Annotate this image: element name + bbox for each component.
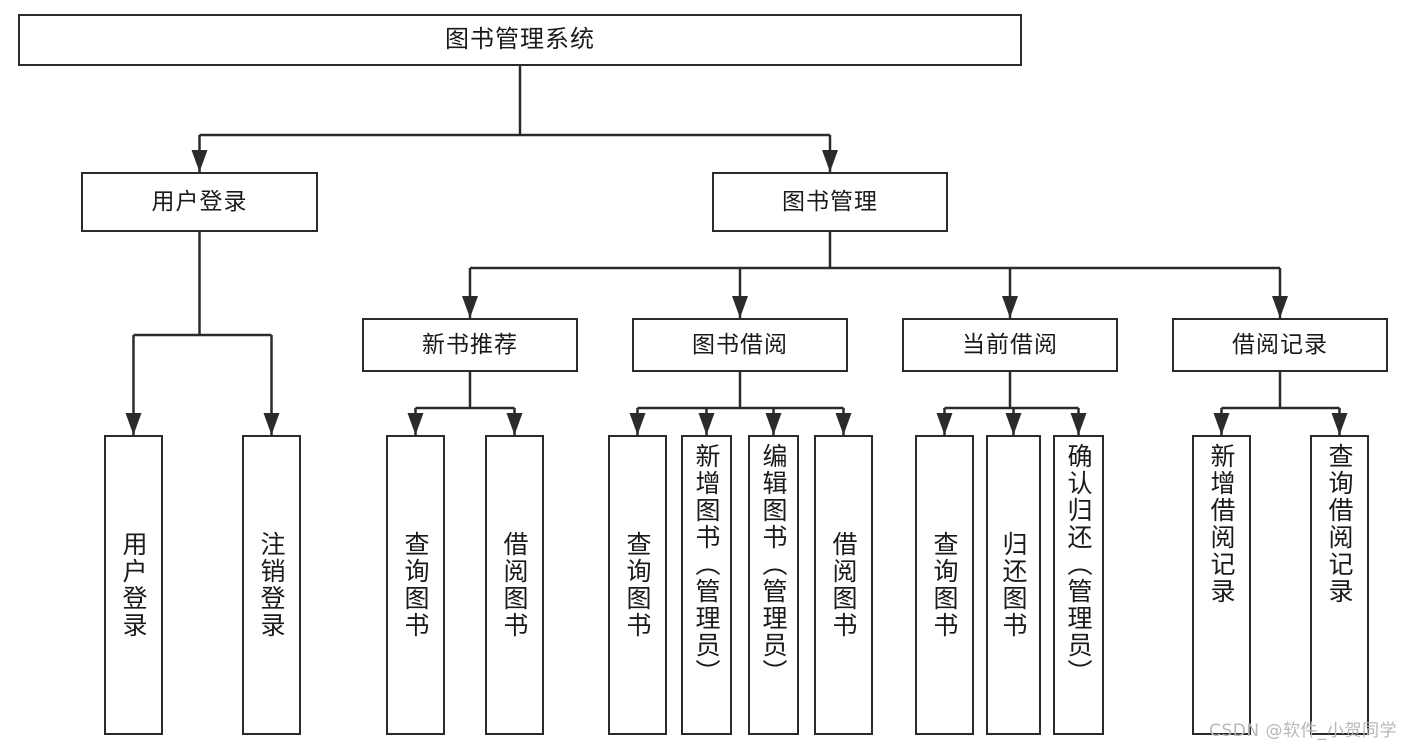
arrow-head-icon <box>732 296 748 318</box>
node-label: 查询图书 <box>930 531 959 639</box>
arrow-head-icon <box>835 413 852 435</box>
node-leaf-confirm-return[interactable]: 确认归还（管理员） <box>1053 435 1104 735</box>
node-leaf-query-book-3[interactable]: 查询图书 <box>915 435 974 735</box>
arrow-head-icon <box>822 150 838 172</box>
node-leaf-borrow-book-2[interactable]: 借阅图书 <box>814 435 873 735</box>
node-book-manage[interactable]: 图书管理 <box>712 172 948 232</box>
arrow-head-icon <box>698 413 715 435</box>
node-leaf-add-record[interactable]: 新增借阅记录 <box>1192 435 1251 735</box>
node-leaf-query-book-1[interactable]: 查询图书 <box>386 435 445 735</box>
arrow-head-icon <box>629 413 646 435</box>
node-leaf-query-record[interactable]: 查询借阅记录 <box>1310 435 1369 735</box>
node-leaf-borrow-book-1[interactable]: 借阅图书 <box>485 435 544 735</box>
arrow-head-icon <box>1005 413 1022 435</box>
node-label: 查询图书 <box>401 531 430 639</box>
node-label: 新增借阅记录 <box>1207 443 1236 605</box>
arrow-head-icon <box>506 413 523 435</box>
arrow-head-icon <box>462 296 478 318</box>
arrow-head-icon <box>263 413 280 435</box>
node-label: 当前借阅 <box>962 331 1058 358</box>
node-label: 新增图书（管理员） <box>692 443 721 686</box>
arrow-head-icon <box>936 413 953 435</box>
node-label: 用户登录 <box>119 531 148 639</box>
node-user-login[interactable]: 用户登录 <box>81 172 318 232</box>
node-leaf-edit-book[interactable]: 编辑图书（管理员） <box>748 435 799 735</box>
watermark: CSDN @软件_小贺同学 <box>1209 721 1397 741</box>
node-label: 新书推荐 <box>422 331 518 358</box>
node-leaf-query-book-2[interactable]: 查询图书 <box>608 435 667 735</box>
arrow-head-icon <box>1002 296 1018 318</box>
node-root[interactable]: 图书管理系统 <box>18 14 1022 66</box>
arrow-head-icon <box>191 150 208 172</box>
node-label: 注销登录 <box>257 531 286 639</box>
node-label: 查询图书 <box>623 531 652 639</box>
arrow-head-icon <box>1213 413 1230 435</box>
node-current-borrow[interactable]: 当前借阅 <box>902 318 1118 372</box>
arrow-head-icon <box>1070 413 1087 435</box>
node-leaf-add-book[interactable]: 新增图书（管理员） <box>681 435 732 735</box>
node-leaf-return-book[interactable]: 归还图书 <box>986 435 1041 735</box>
arrow-head-icon <box>1331 413 1348 435</box>
node-label: 归还图书 <box>999 531 1028 639</box>
node-label: 查询借阅记录 <box>1325 443 1354 605</box>
node-label: 借阅图书 <box>829 531 858 639</box>
arrow-head-icon <box>765 413 782 435</box>
node-label: 图书管理系统 <box>445 25 595 54</box>
node-label: 图书管理 <box>782 188 878 215</box>
node-label: 借阅记录 <box>1232 331 1328 358</box>
node-label: 借阅图书 <box>500 531 529 639</box>
node-label: 编辑图书（管理员） <box>759 443 788 686</box>
node-borrow-record[interactable]: 借阅记录 <box>1172 318 1388 372</box>
arrow-head-icon <box>125 413 142 435</box>
arrow-head-icon <box>1272 296 1288 318</box>
node-label: 确认归还（管理员） <box>1064 443 1093 686</box>
node-label: 图书借阅 <box>692 331 788 358</box>
node-label: 用户登录 <box>151 188 248 215</box>
node-leaf-user-login[interactable]: 用户登录 <box>104 435 163 735</box>
node-book-borrow[interactable]: 图书借阅 <box>632 318 848 372</box>
arrow-head-icon <box>407 413 424 435</box>
node-new-book-rec[interactable]: 新书推荐 <box>362 318 578 372</box>
node-leaf-user-logout[interactable]: 注销登录 <box>242 435 301 735</box>
